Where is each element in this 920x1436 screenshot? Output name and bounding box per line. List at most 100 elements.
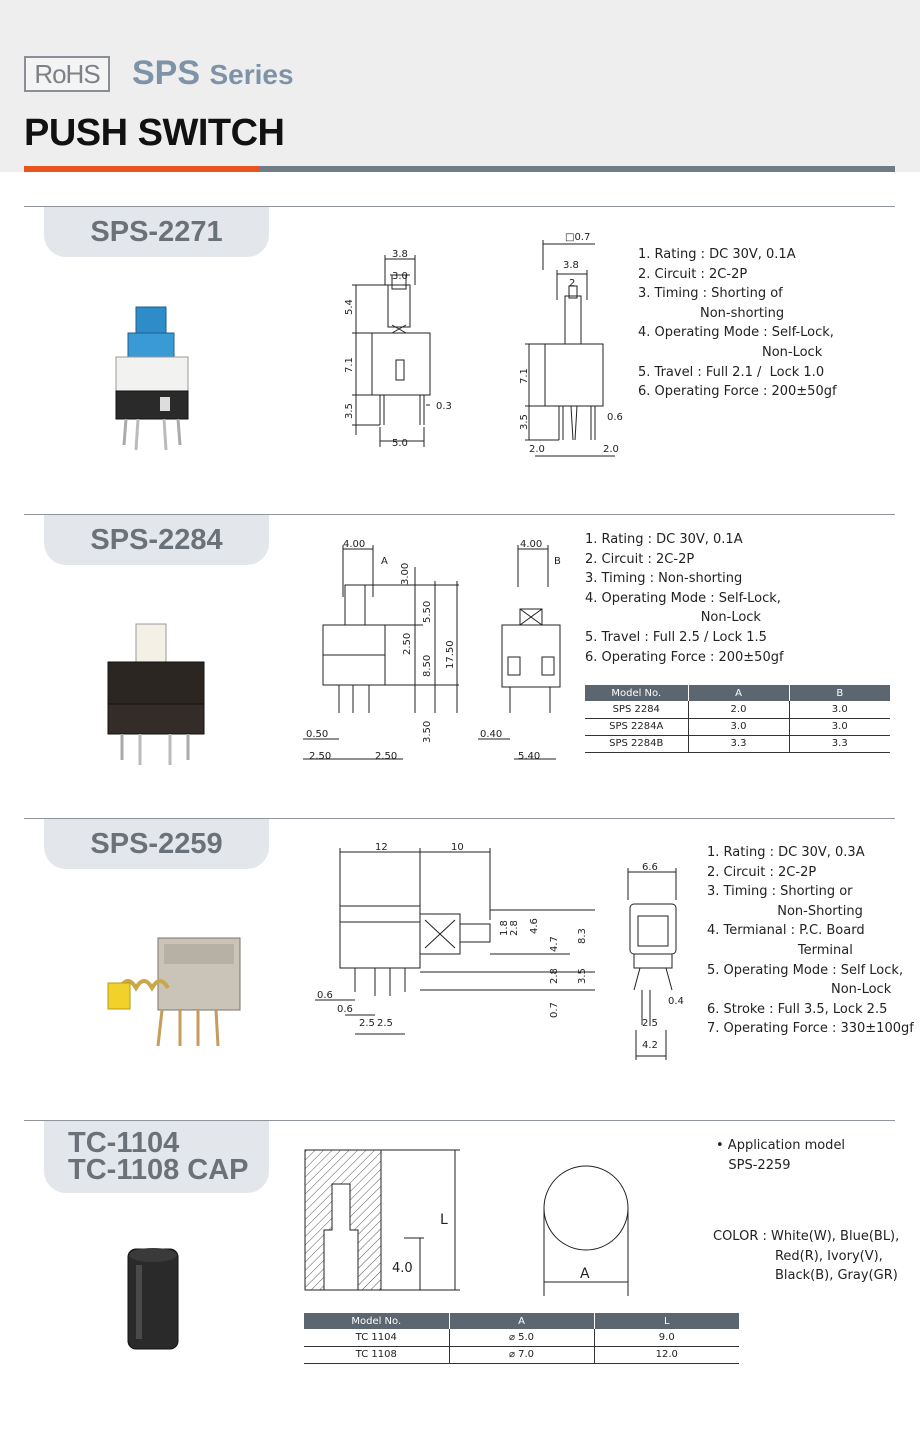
model-tag-sps-2259: SPS-2259 (44, 819, 269, 869)
dim-label: 4.2 (642, 1040, 658, 1051)
table-row: SPS 2284A 3.0 3.0 (585, 718, 890, 736)
dim-label: 0.40 (480, 729, 502, 740)
section-divider (24, 818, 895, 819)
dim-label: 2.0 (529, 444, 545, 455)
table-cell: TC 1108 (304, 1346, 450, 1364)
table-cell: 3.0 (688, 718, 790, 736)
dim-label: 4.6 (529, 918, 540, 934)
spec-list-sps-2259: 1. Rating : DC 30V, 0.3A 2. Circuit : 2C… (707, 845, 914, 1037)
dim-label: 2.5 (377, 1018, 393, 1029)
dim-label: 2.0 (603, 444, 619, 455)
dim-label: □0.7 (565, 232, 590, 243)
dim-label: 0.6 (317, 990, 333, 1001)
dim-label: 2.8 (509, 920, 520, 936)
dim-label: 7.1 (344, 357, 355, 373)
dim-label: 5.50 (422, 601, 433, 623)
dim-label: 10 (451, 842, 464, 853)
divider-bar (260, 166, 895, 172)
dim-label: L (440, 1212, 448, 1228)
dim-label: 12 (375, 842, 388, 853)
table-row: SPS 2284B 3.3 3.3 (585, 735, 890, 753)
table-row: TC 1104 ⌀ 5.0 9.0 (304, 1329, 739, 1347)
drawing-front-sps-2271: 3.8 3.0 5.4 7.1 3.5 0.3 5.0 (344, 249, 452, 449)
page-title: PUSH SWITCH (24, 112, 285, 154)
table-header: Model No. (304, 1313, 450, 1329)
section-divider (24, 1120, 895, 1121)
dim-label: B (554, 556, 561, 567)
accent-bar (24, 166, 260, 172)
dim-label: 2.5 (359, 1018, 375, 1029)
dim-label: 3.5 (577, 968, 588, 984)
spec-list-sps-2284: 1. Rating : DC 30V, 0.1A 2. Circuit : 2C… (585, 532, 784, 665)
table-cell: 12.0 (594, 1346, 739, 1364)
model-tag-sps-2284: SPS-2284 (44, 515, 269, 565)
dim-label: A (580, 1266, 590, 1282)
table-header: A (688, 685, 790, 701)
spec-list-sps-2271: 1. Rating : DC 30V, 0.1A 2. Circuit : 2C… (638, 247, 837, 400)
dim-label: 8.3 (577, 928, 588, 944)
dim-label: 2.50 (309, 751, 331, 762)
dim-label: 3.50 (422, 721, 433, 743)
dim-label: 0.50 (306, 729, 328, 740)
section-divider (24, 514, 895, 515)
table-cell: 3.0 (789, 718, 890, 736)
product-photo-sps-2271 (115, 306, 189, 451)
dim-label: 2.50 (402, 633, 413, 655)
model-tag-tc-cap: TC-1104 TC-1108 CAP (44, 1121, 269, 1193)
series-title: SPS Series (132, 54, 294, 93)
series-sub: Series (209, 59, 294, 90)
table-header: L (594, 1313, 739, 1329)
table-cell: SPS 2284 (585, 701, 689, 719)
dim-label: 7.1 (519, 368, 530, 384)
model-table-sps-2284: Model No. A B SPS 2284 2.0 3.0 SPS 2284A… (585, 685, 890, 753)
dim-label: 8.50 (422, 655, 433, 677)
table-row: TC 1108 ⌀ 7.0 12.0 (304, 1346, 739, 1364)
dim-label: 5.4 (344, 299, 355, 315)
model-table-tc-cap: Model No. A L TC 1104 ⌀ 5.0 9.0 TC 1108 … (304, 1313, 739, 1364)
dim-label: 3.8 (392, 249, 408, 260)
model-tag-line-2: TC-1108 CAP (68, 1154, 249, 1186)
dim-label: 4.00 (520, 539, 542, 550)
dim-label: A (381, 556, 388, 567)
drawing-front-sps-2284: 4.00 A 3.00 5.50 2.50 8.50 17.50 3.50 0.… (303, 539, 459, 762)
dim-label: 2 (569, 278, 575, 289)
dim-label: 5.0 (392, 438, 408, 449)
dim-label: 17.50 (445, 640, 456, 669)
drawing-side-sps-2259: 6.6 0.4 2.5 4.2 (627, 862, 684, 1060)
table-header: B (789, 685, 890, 701)
dim-label: 0.4 (668, 996, 684, 1007)
drawing-side-sps-2271: □0.7 3.8 2 7.1 3.5 0.6 2.0 2.0 (519, 232, 623, 457)
page-header: RoHS SPS Series PUSH SWITCH (0, 0, 920, 172)
section-divider (24, 206, 895, 207)
color-options: COLOR : White(W), Blue(BL), Red(R), Ivor… (713, 1229, 900, 1284)
table-cell: 3.3 (789, 735, 890, 753)
dim-label: 3.5 (519, 414, 530, 430)
table-cell: 2.0 (688, 701, 790, 719)
product-photo-tc-cap (127, 1248, 179, 1350)
drawing-front-sps-2259: 12 10 1.8 2.8 4.6 4.7 8.3 2.8 3.5 0.7 0.… (315, 842, 595, 1035)
dim-label: 6.6 (642, 862, 658, 873)
rohs-logo: RoHS (24, 56, 110, 92)
table-cell: TC 1104 (304, 1329, 450, 1347)
product-photo-sps-2259 (107, 937, 241, 1047)
model-tag-line-1: TC-1104 (68, 1127, 180, 1159)
dim-label: 1.8 (499, 920, 510, 936)
table-header: A (449, 1313, 595, 1329)
product-photo-sps-2284 (107, 623, 205, 765)
drawing-side-sps-2284: 4.00 B 0.40 5.40 (478, 539, 561, 762)
dim-label: 0.6 (607, 412, 623, 423)
dim-label: 3.00 (400, 563, 411, 585)
dim-label: 2.5 (642, 1018, 658, 1029)
table-header: Model No. (585, 685, 689, 701)
dim-label: 2.8 (549, 968, 560, 984)
table-cell: 9.0 (594, 1329, 739, 1347)
application-note: • Application model SPS-2259 (716, 1138, 846, 1173)
dim-label: 2.50 (375, 751, 397, 762)
table-cell: SPS 2284A (585, 718, 689, 736)
dim-label: 5.40 (518, 751, 540, 762)
dim-label: 4.0 (392, 1261, 413, 1276)
table-cell: 3.0 (789, 701, 890, 719)
table-cell: 3.3 (688, 735, 790, 753)
model-tag-sps-2271: SPS-2271 (44, 207, 269, 257)
drawing-cap-section: L 4.0 (304, 1149, 460, 1291)
